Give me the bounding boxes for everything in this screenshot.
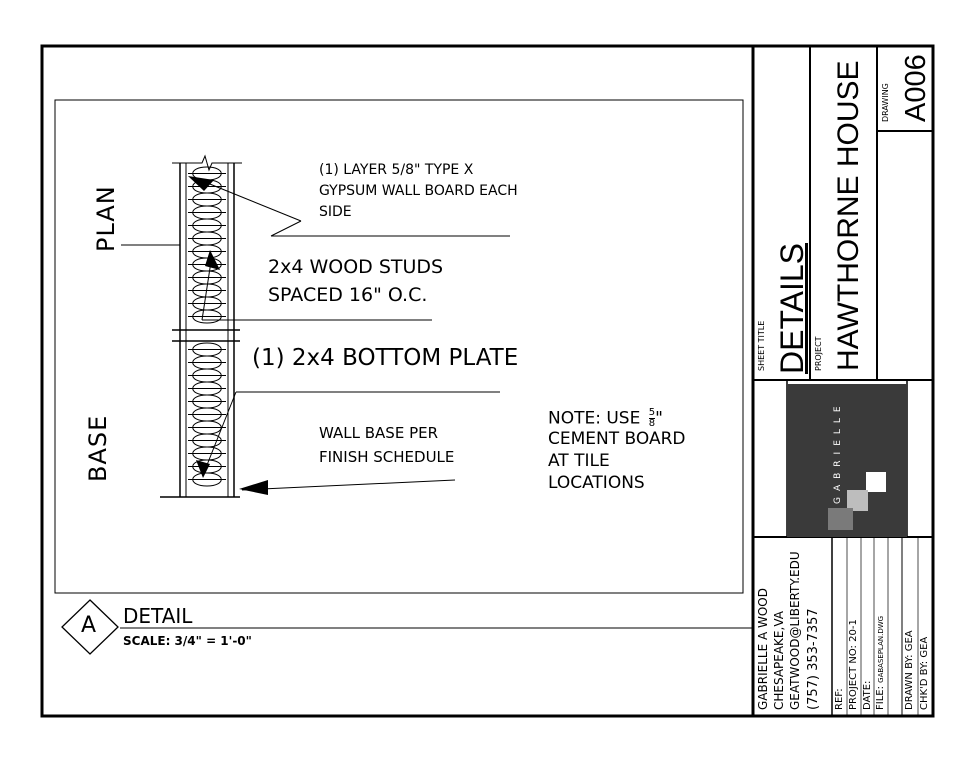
base-label: BASE [84, 414, 112, 482]
sheet-title-caption: SHEET TITLE [757, 320, 766, 371]
project-number: PROJECT NO: 20-1 [848, 619, 859, 710]
project-caption: PROJECT [814, 336, 823, 371]
drawing-number: A006 [900, 54, 932, 122]
logo-text: GABRIELLE [833, 400, 843, 504]
sheet-title: DETAILS [774, 243, 810, 374]
cement-board-note-line: CEMENT BOARD [548, 429, 686, 449]
logo-square [866, 472, 886, 492]
detail-frame [54, 99, 744, 594]
fraction-numerator: 5 [648, 407, 656, 419]
note-use-text: NOTE: USE [548, 408, 641, 429]
plan-label: PLAN [92, 185, 120, 252]
file-field: FILE: GABASEPLAN.DWG [875, 615, 886, 710]
fraction-denominator: 8 [648, 418, 656, 429]
leader-lines [121, 177, 510, 491]
detail-tag-letter: A [81, 613, 97, 638]
gypsum-note-line: SIDE [319, 204, 352, 220]
wall-base-note-line: WALL BASE PER [319, 424, 439, 442]
author-name: GABRIELLE A WOOD [756, 588, 770, 710]
studs-note-line: 2x4 WOOD STUDS [268, 256, 444, 278]
leader-arrowheads [188, 176, 268, 495]
drawing-caption: DRAWING [881, 83, 890, 122]
author-city: CHESAPEAKE,VA [772, 611, 786, 710]
studs-note-line: SPACED 16" O.C. [268, 284, 428, 306]
insulation-upper [188, 166, 226, 324]
cement-board-note-line: AT TILE [548, 451, 610, 471]
cement-board-note-line: NOTE: USE 5 8 " [548, 408, 663, 429]
checked-by: CHK'D BY: GEA [919, 636, 930, 710]
fraction-suffix: " [655, 408, 663, 429]
detail-tag-diamond [61, 599, 119, 655]
ref-label: REF: [834, 688, 845, 710]
author-phone: (757) 353-7357 [806, 608, 821, 710]
bottom-plate-note: (1) 2x4 BOTTOM PLATE [252, 345, 519, 371]
file-name: GABASEPLAN.DWG [877, 615, 885, 683]
gypsum-note-line: (1) LAYER 5/8" TYPE X [319, 162, 474, 178]
date-label: DATE: [862, 680, 873, 710]
note-fraction: 5 8 [648, 407, 656, 429]
project-name: HAWTHORNE HOUSE [832, 60, 865, 371]
logo-square [828, 508, 853, 530]
wall-base-note-line: FINISH SCHEDULE [319, 448, 455, 466]
gypsum-note-line: GYPSUM WALL BOARD EACH [319, 183, 518, 199]
detail-title: DETAIL [123, 604, 193, 628]
logo-square [847, 490, 868, 511]
author-email: GEATWOOD@LIBERTY.EDU [788, 551, 802, 710]
file-label: FILE: [875, 686, 886, 710]
wall-section [160, 154, 242, 498]
cement-board-note-line: LOCATIONS [548, 473, 645, 493]
detail-scale: SCALE: 3/4" = 1'-0" [123, 634, 252, 648]
drawn-by: DRAWN BY: GEA [904, 630, 915, 710]
